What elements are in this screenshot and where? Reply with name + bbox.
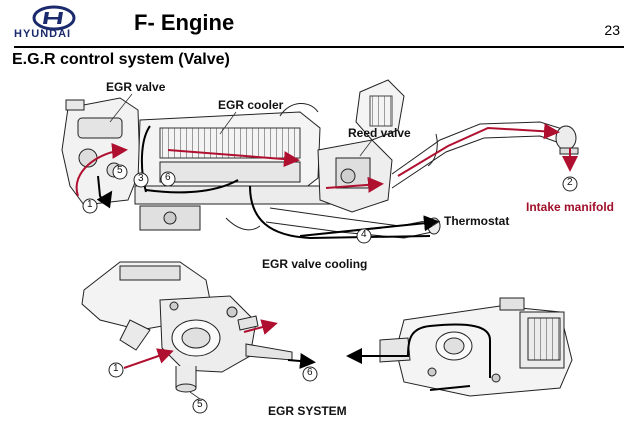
label-intake-manifold: Intake manifold bbox=[526, 200, 615, 214]
label-egr-valve-cooling: EGR valve cooling bbox=[262, 257, 368, 271]
callout-6-bottom: 6 bbox=[307, 367, 313, 378]
callout-5-bottom: 5 bbox=[197, 399, 203, 410]
callout-4-top: 4 bbox=[361, 229, 367, 240]
callout-6-top: 6 bbox=[165, 172, 171, 183]
flow-lines-bottom-right bbox=[346, 323, 491, 391]
section-title: E.G.R control system (Valve) bbox=[12, 51, 230, 68]
header: HYUNDAI F- Engine 23 bbox=[0, 0, 638, 46]
callout-markers-bottom bbox=[108, 362, 318, 414]
page-number: 23 bbox=[604, 22, 620, 38]
egr-valve-body bbox=[61, 97, 141, 206]
label-thermostat: Thermostat bbox=[444, 214, 510, 228]
egr-cooler-body bbox=[134, 103, 336, 231]
callout-3-top: 3 bbox=[138, 173, 144, 184]
label-egr-valve: EGR valve bbox=[106, 80, 166, 94]
callout-1-bottom: 1 bbox=[113, 363, 119, 374]
label-egr-system: EGR SYSTEM bbox=[268, 404, 347, 418]
label-egr-cooler: EGR cooler bbox=[218, 98, 284, 112]
label-reed-valve: Reed valve bbox=[348, 126, 411, 140]
logo-text: HYUNDAI bbox=[14, 28, 72, 40]
callout-5-top: 5 bbox=[117, 165, 123, 176]
header-divider bbox=[14, 46, 624, 48]
egr-system-drawing bbox=[379, 297, 573, 397]
callout-markers-top bbox=[82, 164, 578, 244]
leader-lines-top bbox=[109, 93, 441, 227]
egr-valve-cooling-drawing bbox=[81, 261, 293, 393]
callout-2-top: 2 bbox=[567, 177, 573, 188]
hyundai-logo-icon bbox=[32, 5, 76, 31]
flow-lines-bottom-left bbox=[123, 319, 316, 369]
callout-1-top: 1 bbox=[87, 199, 93, 210]
page-title: F- Engine bbox=[134, 10, 235, 35]
reed-valve-body bbox=[317, 79, 405, 213]
